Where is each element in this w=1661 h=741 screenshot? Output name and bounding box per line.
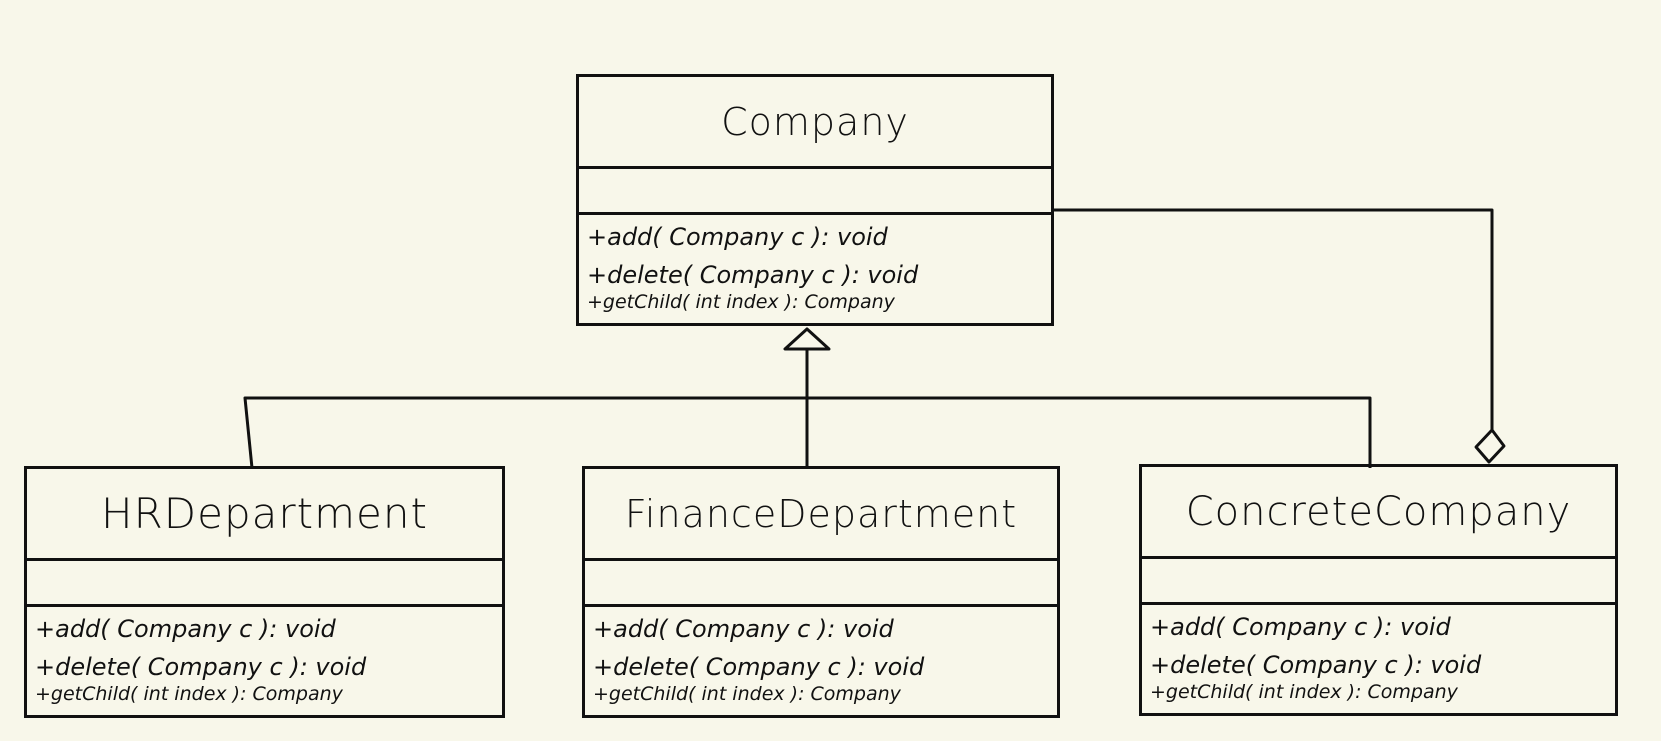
operations-compartment: +add( Company c ): void +delete( Company… [27, 607, 502, 715]
operation-delete: +delete( Company c ): void [587, 261, 919, 289]
operation-getchild: +getChild( int index ): Company [1150, 681, 1458, 703]
attributes-compartment [585, 561, 1057, 607]
operation-getchild: +getChild( int index ): Company [587, 291, 895, 313]
class-name: ConcreteCompany [1142, 467, 1615, 559]
operation-delete: +delete( Company c ): void [593, 653, 925, 681]
operations-compartment: +add( Company c ): void +delete( Company… [1142, 605, 1615, 713]
operation-getchild: +getChild( int index ): Company [35, 683, 343, 705]
class-name: Company [579, 77, 1051, 169]
aggregation-connector [1052, 208, 1494, 430]
class-concrete-company[interactable]: ConcreteCompany +add( Company c ): void … [1139, 464, 1618, 716]
class-finance-department[interactable]: FinanceDepartment +add( Company c ): voi… [582, 466, 1060, 718]
operation-add: +add( Company c ): void [593, 615, 894, 643]
class-company[interactable]: Company +add( Company c ): void +delete(… [576, 74, 1054, 326]
operation-add: +add( Company c ): void [35, 615, 336, 643]
class-hr-department[interactable]: HRDepartment +add( Company c ): void +de… [24, 466, 505, 718]
operations-compartment: +add( Company c ): void +delete( Company… [585, 607, 1057, 715]
class-name: HRDepartment [27, 469, 502, 561]
operation-add: +add( Company c ): void [1150, 613, 1451, 641]
attributes-compartment [27, 561, 502, 607]
operation-add: +add( Company c ): void [587, 223, 888, 251]
operation-delete: +delete( Company c ): void [35, 653, 367, 681]
generalization-connector-hr [243, 396, 807, 469]
generalization-connector-concrete [807, 396, 1372, 468]
operation-getchild: +getChild( int index ): Company [593, 683, 901, 705]
generalization-arrowhead [783, 327, 831, 351]
operation-delete: +delete( Company c ): void [1150, 651, 1482, 679]
class-name: FinanceDepartment [585, 469, 1057, 561]
attributes-compartment [579, 169, 1051, 215]
attributes-compartment [1142, 559, 1615, 605]
aggregation-diamond [1474, 428, 1506, 464]
operations-compartment: +add( Company c ): void +delete( Company… [579, 215, 1051, 323]
